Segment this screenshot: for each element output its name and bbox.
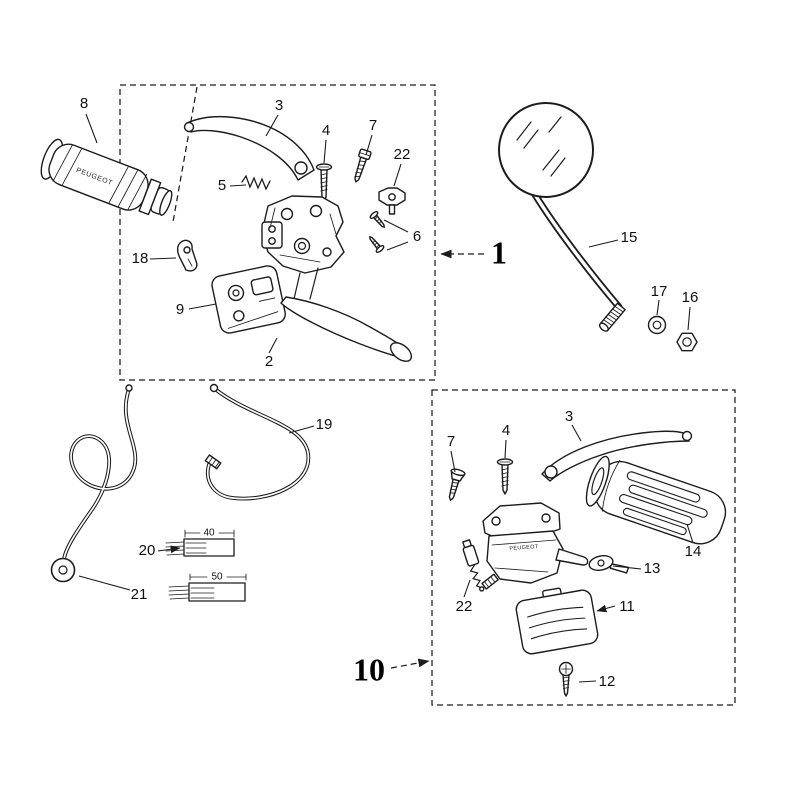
dimension-40-label: 40: [203, 528, 215, 539]
callout-labels: 8 3 4 7 22 5 6 18 9 2 1 15 17 16 19 20 2…: [80, 95, 702, 690]
callout-7-top: 7: [369, 117, 377, 134]
leader-group-10: [390, 658, 430, 669]
part-16-nut: [676, 332, 698, 352]
leader-11: [596, 604, 616, 613]
callout-17: 17: [651, 283, 668, 300]
callout-8: 8: [80, 95, 88, 112]
leader-6b: [386, 241, 409, 251]
callout-5: 5: [218, 177, 226, 194]
part-4-screw-top: [315, 163, 333, 202]
leader-14: [686, 523, 694, 544]
leader-15: [588, 239, 619, 248]
callout-13: 13: [644, 560, 661, 577]
leader-12: [578, 680, 597, 683]
leader-22-top: [393, 163, 402, 187]
part-12-screw: [558, 661, 574, 697]
part-4-screw-bottom: [496, 458, 514, 495]
part-21-sheath-50: 50: [168, 572, 247, 602]
leader-4-top: [323, 139, 327, 164]
callout-22-top: 22: [394, 146, 411, 163]
callout-16: 16: [682, 289, 699, 306]
part-17-washer: [647, 315, 667, 335]
leader-4-bottom: [504, 439, 507, 459]
leader-13: [612, 565, 642, 570]
part-7-screw-top: [354, 148, 372, 183]
callout-3-bottom: 3: [565, 408, 573, 425]
callout-20: 20: [139, 542, 156, 559]
leader-3-top: [265, 114, 279, 137]
leader-7-top: [365, 134, 373, 156]
part-3-brake-lever-bottom: [541, 430, 693, 482]
callout-7-bottom: 7: [447, 433, 455, 450]
leader-6a: [383, 219, 409, 233]
leader-9: [188, 303, 217, 310]
leader-20: [157, 545, 181, 554]
part-7-screw-bottom: [448, 468, 466, 501]
callout-18: 18: [132, 250, 149, 267]
leader-21: [78, 575, 131, 591]
leader-5: [229, 184, 247, 187]
leader-7-bottom: [450, 450, 456, 473]
callout-12: 12: [599, 673, 616, 690]
callout-4-top: 4: [322, 122, 330, 139]
callout-19: 19: [316, 416, 333, 433]
part-22-switch-bottom: [462, 539, 485, 592]
callout-21: 21: [131, 586, 148, 603]
throttle-housing-assembly: PEUGEOT: [481, 502, 589, 590]
callout-3-top: 3: [275, 97, 283, 114]
part-19-cable: [204, 383, 311, 501]
leader-16: [687, 306, 691, 331]
leader-lines: [78, 113, 694, 683]
part-3-brake-lever-top: [183, 115, 315, 181]
group-1-label: 1: [491, 234, 507, 270]
long-cable-with-loop: [50, 384, 138, 583]
housing-brand-text: PEUGEOT: [509, 544, 539, 552]
leader-18: [149, 257, 177, 260]
leader-3-bottom: [571, 424, 582, 442]
callout-4-bottom: 4: [502, 422, 510, 439]
callout-6: 6: [413, 228, 421, 245]
part-9-switch-housing: [211, 265, 286, 334]
leader-22-bottom: [463, 579, 471, 598]
part-20-sheath-40: 40: [165, 528, 235, 557]
part-18-choke-lever: [176, 239, 198, 272]
group-10-label: 10: [353, 651, 385, 687]
callout-14: 14: [685, 543, 702, 560]
part-11-cover: [515, 587, 599, 655]
leader-8: [85, 113, 98, 144]
callout-2: 2: [265, 353, 273, 370]
callout-9: 9: [176, 301, 184, 318]
part-8-left-grip: PEUGEOT: [40, 138, 173, 216]
part-2-lever-assembly: [280, 267, 413, 362]
leader-17: [656, 299, 660, 316]
lever-bracket-assembly-top: [261, 195, 345, 274]
part-13-lever-piece: [588, 555, 630, 574]
part-15-mirror: [498, 102, 626, 332]
part-14-right-grip: [585, 455, 727, 545]
leader-19: [288, 425, 315, 434]
leader-2: [268, 337, 278, 354]
part-5-spring: [241, 174, 271, 191]
callout-15: 15: [621, 229, 638, 246]
callout-11: 11: [619, 598, 635, 615]
callout-22-bottom: 22: [456, 598, 473, 615]
part-22-switch-top: [378, 187, 406, 215]
part-6-screws: [369, 211, 385, 253]
group-1-boundary: [119, 84, 436, 381]
dimension-50-label: 50: [211, 572, 223, 583]
group-10-boundary: [431, 389, 736, 706]
